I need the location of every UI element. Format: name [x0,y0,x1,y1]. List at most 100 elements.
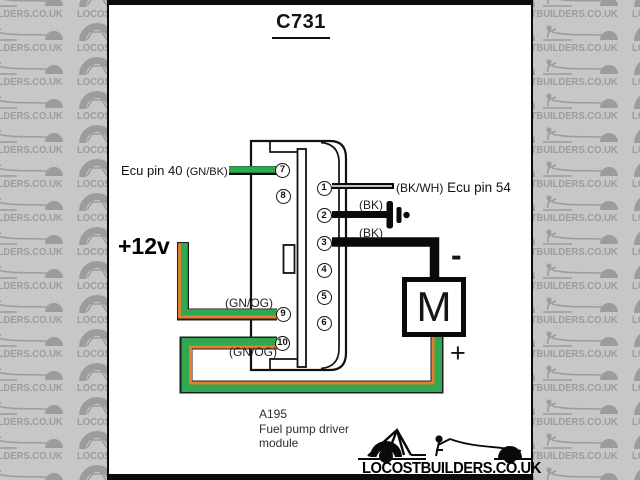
logo-text: LOCOSTBUILDERS.CO.UK [362,460,541,477]
watermark-row: LOCOSTBUILDERS.CO.UK LOCOSTBUILDERS.CO.U… [533,396,640,430]
watermark-tile: LOCOSTBUILDERS.CO.UK [632,294,640,328]
module-code: A195 [259,407,288,421]
watermark-row: LOCOSTBUILDERS.CO.UK LOCOSTBUILDERS.CO.U… [0,226,107,260]
watermark-text: LOCOSTBUILDERS.CO.UK [77,348,107,360]
watermark-row: LOCOSTBUILDERS.CO.UK LOCOSTBUILDERS.CO.U… [0,124,107,158]
watermark-text: LOCOSTBUILDERS.CO.UK [0,8,63,20]
watermark-car-front-icon [79,125,107,143]
motor-letter: M [416,283,452,330]
watermark-car-side-icon [543,59,618,75]
watermark-tile: LOCOSTBUILDERS.CO.UK [77,328,107,362]
watermark-text: LOCOSTBUILDERS.CO.UK [0,382,63,394]
watermark-tile: LOCOSTBUILDERS.CO.UK [0,124,77,158]
ground-symbol [386,201,410,229]
watermark-column-right: LOCOSTBUILDERS.CO.UK LOCOSTBUILDERS.CO.U… [533,0,640,480]
watermark-tile: LOCOSTBUILDERS.CO.UK [632,0,640,22]
watermark-car-side-icon [543,297,618,313]
watermark-car-front-icon [533,168,535,177]
watermark-car-front-icon [634,401,640,415]
watermark-row: LOCOSTBUILDERS.CO.UK LOCOSTBUILDERS.CO.U… [533,294,640,328]
watermark-car-front-icon [533,270,535,279]
watermark-row: LOCOSTBUILDERS.CO.UK LOCOSTBUILDERS.CO.U… [533,260,640,294]
watermark-text: LOCOSTBUILDERS.CO.UK [77,280,107,292]
watermark-car-side-icon [543,25,618,41]
watermark-car-side-icon [543,93,618,109]
watermark-tile: LOCOSTBUILDERS.CO.UK [77,90,107,124]
watermark-car-front-icon [79,57,107,75]
watermark-row: LOCOSTBUILDERS.CO.UK LOCOSTBUILDERS.CO.U… [533,430,640,464]
watermark-text: LOCOSTBUILDERS.CO.UK [533,178,618,190]
watermark-tile: LOCOSTBUILDERS.CO.UK [533,362,632,396]
watermark-car-front-icon [634,95,640,109]
watermark-tile: LOCOSTBUILDERS.CO.UK [0,192,77,226]
watermark-tile: LOCOSTBUILDERS.CO.UK [77,464,107,480]
watermark-tile: LOCOSTBUILDERS.CO.UK [533,158,632,192]
watermark-car-front-icon [533,304,535,313]
watermark-tile: LOCOSTBUILDERS.CO.UK [0,328,77,362]
watermark-tile: LOCOSTBUILDERS.CO.UK [632,158,640,192]
watermark-text: LOCOSTBUILDERS.CO.UK [0,280,63,292]
watermark-car-front-icon [533,372,535,381]
watermark-text: LOCOSTBUILDERS.CO.UK [632,314,640,326]
watermark-tile: LOCOSTBUILDERS.CO.UK [533,0,632,22]
watermark-text: LOCOSTBUILDERS.CO.UK [533,450,618,462]
watermark-text: LOCOSTBUILDERS.CO.UK [0,348,63,360]
watermark-tile: LOCOSTBUILDERS.CO.UK [632,22,640,56]
watermark-tile: LOCOSTBUILDERS.CO.UK [77,226,107,260]
watermark-car-side-icon [0,368,63,381]
watermark-car-side-icon [0,130,63,143]
wire-pump-green [181,337,442,392]
label-12v-supply: +12v [118,233,170,259]
module-desc-line1: Fuel pump driver [259,421,350,436]
watermark-text: LOCOSTBUILDERS.CO.UK [533,144,618,156]
watermark-car-front-icon [634,333,640,347]
watermark-text: LOCOSTBUILDERS.CO.UK [77,212,107,224]
connector-housing [249,139,348,372]
watermark-tile: LOCOSTBUILDERS.CO.UK [632,260,640,294]
watermark-text: LOCOSTBUILDERS.CO.UK [632,144,640,156]
watermark-row: LOCOSTBUILDERS.CO.UK LOCOSTBUILDERS.CO.U… [533,158,640,192]
label-gnog-pin9: (GN/OG) [225,296,273,310]
label-gnog-pin10: (GN/OG) [229,345,277,359]
watermark-car-front-icon [79,193,107,211]
connector-notch-bottom [269,358,297,370]
watermark-car-front-icon [79,431,107,449]
watermark-car-front-icon [533,66,535,75]
watermark-row: LOCOSTBUILDERS.CO.UK LOCOSTBUILDERS.CO.U… [0,56,107,90]
watermark-car-front-icon [533,338,535,347]
watermark-tile: LOCOSTBUILDERS.CO.UK [0,90,77,124]
watermark-tile: LOCOSTBUILDERS.CO.UK [632,396,640,430]
watermark-row: LOCOSTBUILDERS.CO.UK LOCOSTBUILDERS.CO.U… [533,0,640,22]
watermark-car-front-icon [634,129,640,143]
watermark-text: LOCOSTBUILDERS.CO.UK [0,246,63,258]
pin-9: 9 [275,306,291,322]
watermark-tile: LOCOSTBUILDERS.CO.UK [533,226,632,260]
watermark-row: LOCOSTBUILDERS.CO.UK LOCOSTBUILDERS.CO.U… [0,294,107,328]
watermark-row: LOCOSTBUILDERS.CO.UK LOCOSTBUILDERS.CO.U… [533,362,640,396]
watermark-text: LOCOSTBUILDERS.CO.UK [632,8,640,20]
watermark-car-side-icon [0,96,63,109]
watermark-tile: LOCOSTBUILDERS.CO.UK [533,56,632,90]
watermark-car-front-icon [533,406,535,415]
watermark-tile: LOCOSTBUILDERS.CO.UK [632,90,640,124]
watermark-car-front-icon [533,440,535,449]
watermark-text: LOCOSTBUILDERS.CO.UK [77,416,107,428]
watermark-tile: LOCOSTBUILDERS.CO.UK [77,396,107,430]
watermark-text: LOCOSTBUILDERS.CO.UK [77,178,107,190]
watermark-row: LOCOSTBUILDERS.CO.UK LOCOSTBUILDERS.CO.U… [0,0,107,22]
watermark-tile: LOCOSTBUILDERS.CO.UK [632,328,640,362]
watermark-text: LOCOSTBUILDERS.CO.UK [533,76,618,88]
watermark-tile: LOCOSTBUILDERS.CO.UK [533,22,632,56]
watermark-car-front-icon [634,435,640,449]
watermark-text: LOCOSTBUILDERS.CO.UK [0,416,63,428]
ecu40-text: Ecu pin 40 [121,163,183,178]
connector-face-plate [296,148,307,368]
watermark-text: LOCOSTBUILDERS.CO.UK [533,280,618,292]
watermark-car-side-icon [0,402,63,415]
watermark-text: LOCOSTBUILDERS.CO.UK [77,450,107,462]
pin-5: 5 [316,289,332,305]
watermark-car-side-icon [0,232,63,245]
watermark-text: LOCOSTBUILDERS.CO.UK [0,450,63,462]
watermark-tile: LOCOSTBUILDERS.CO.UK [77,192,107,226]
